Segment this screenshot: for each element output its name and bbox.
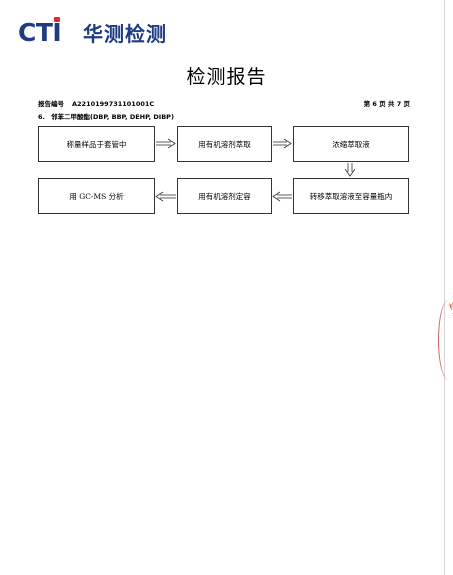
inspection-stamp: 检测专用 [447,300,453,342]
report-title: 检测报告 [186,66,267,88]
section-number: 6. [38,113,45,121]
logo-latin: CTI [18,18,62,48]
report-number-value: A2210199731101001C [72,100,155,108]
logo-chinese: 华测检测 [83,22,167,46]
flow-step-concentrate: 浓缩萃取液 [293,126,409,162]
flow-arrow-left-icon [155,191,176,202]
flow-step-extract: 用有机溶剂萃取 [177,126,272,162]
stamp-seal-icon [438,300,453,380]
section-heading: 6. 邻苯二甲酸酯(DBP, BBP, DEHP, DIBP) [38,111,174,121]
report-number-label: 报告编号 [38,100,64,108]
flow-arrow-down-icon [344,163,356,177]
page-info: 第 6 页 共 7 页 [363,100,410,108]
section-title: 邻苯二甲酸酯(DBP, BBP, DEHP, DIBP) [51,113,174,121]
page-edge [444,0,445,575]
logo-latin-suffix: I [52,18,62,47]
report-number: 报告编号 A2210199731101001C [38,98,154,108]
flow-step-transfer: 转移萃取溶液至容量瓶内 [293,178,409,214]
logo-latin-prefix: CT [18,18,53,47]
flow-step-gcms: 用 GC-MS 分析 [38,178,155,214]
flow-step-weigh: 称量样品于套管中 [38,126,155,162]
flow-step-dilute: 用有机溶剂定容 [177,178,272,214]
flow-arrow-right-icon [273,138,292,149]
flow-arrow-right-icon [156,138,176,149]
flow-arrow-left-icon [272,191,292,202]
